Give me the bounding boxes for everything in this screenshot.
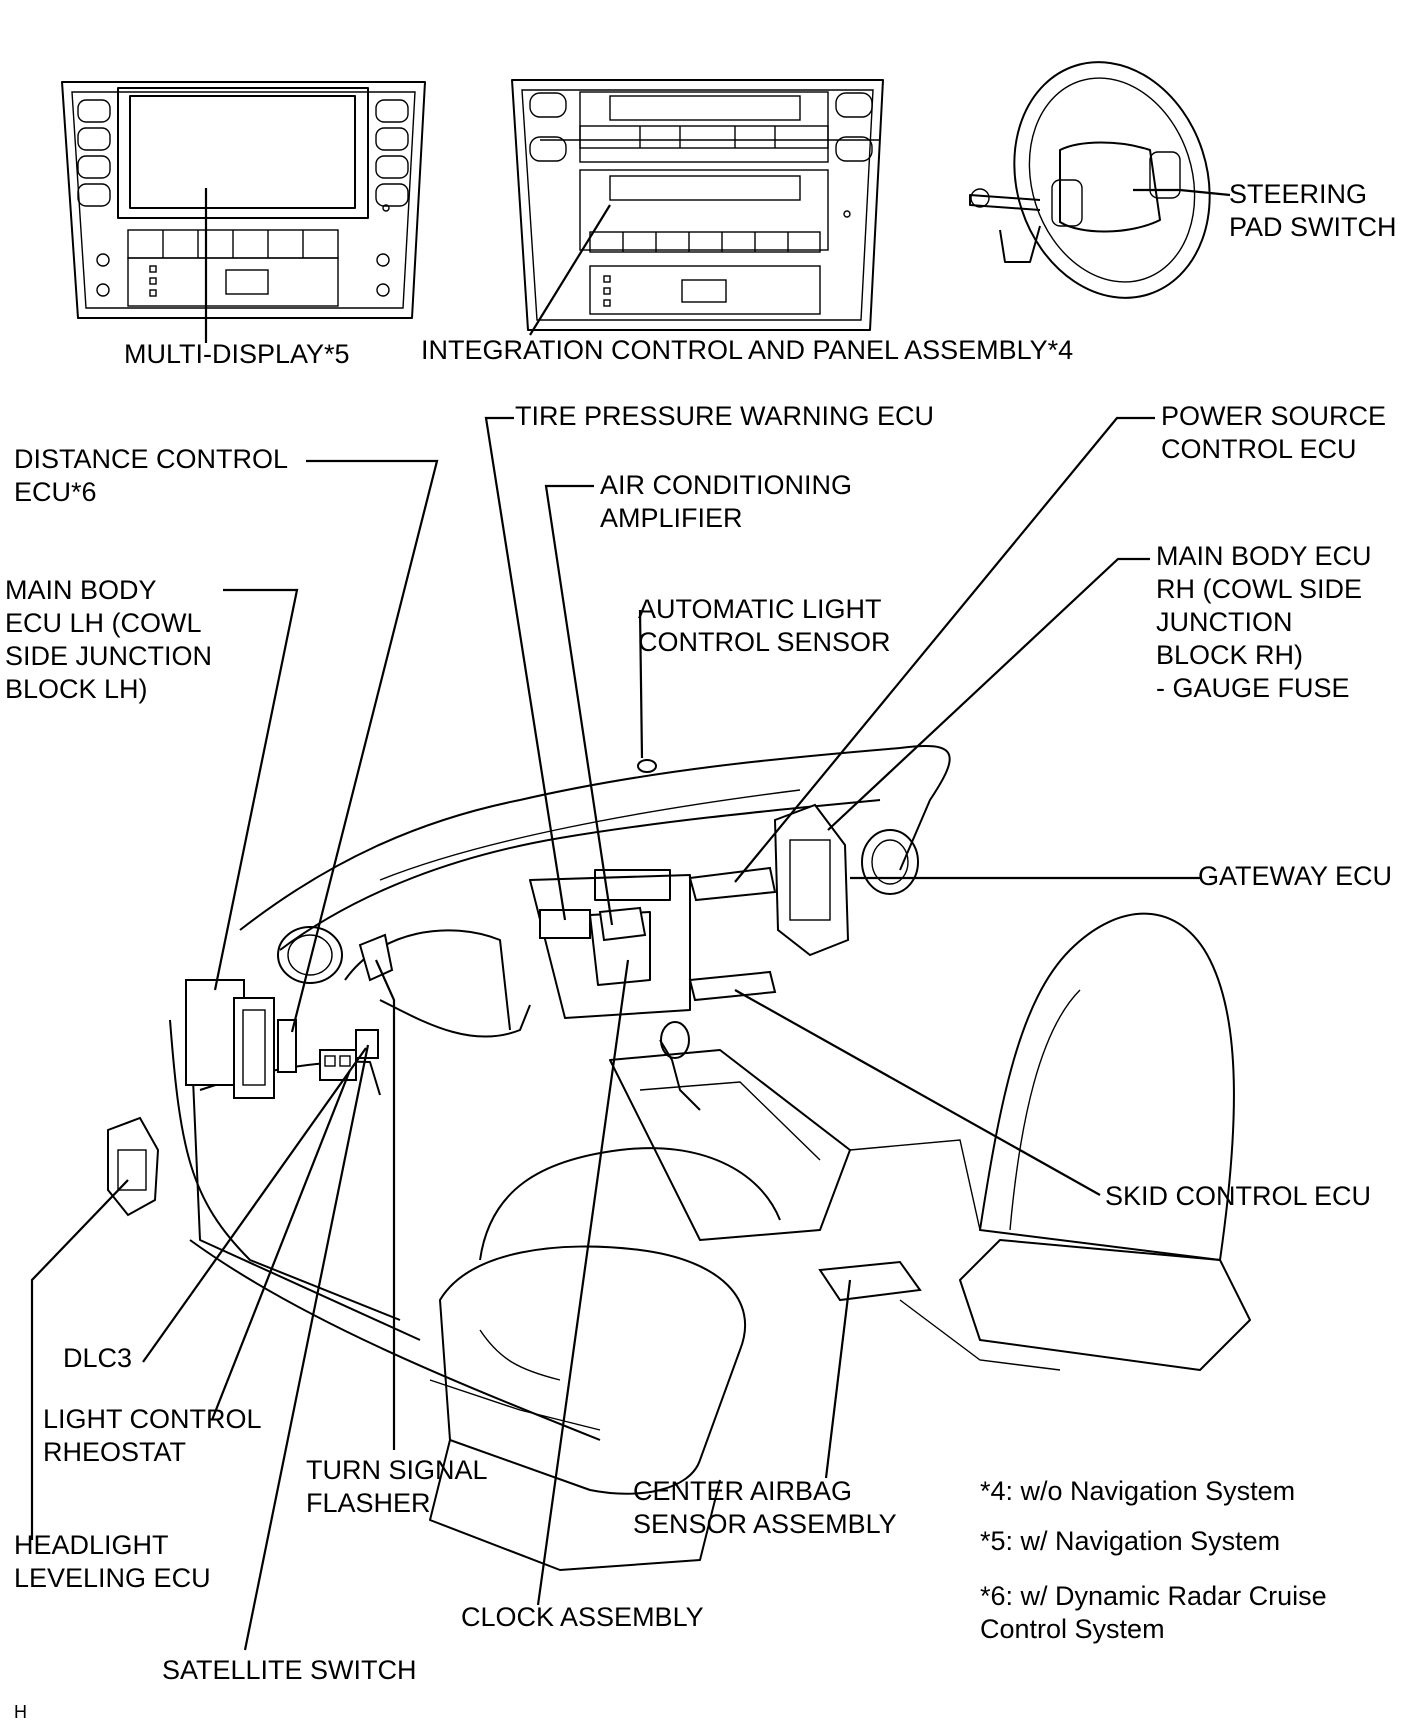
- tire-pressure-ecu-label: TIRE PRESSURE WARNING ECU: [515, 401, 935, 431]
- turn-signal-flasher-label: TURN SIGNAL FLASHER: [306, 1455, 488, 1518]
- integration-panel-illustration: [511, 79, 884, 331]
- steering-pad-switch-label: STEERING PAD SWITCH: [1229, 179, 1397, 242]
- leader-lines: [30, 188, 1231, 1651]
- main-body-ecu-rh-label: MAIN BODY ECU RH (COWL SIDE JUNCTION BLO…: [1156, 541, 1372, 703]
- center-airbag-sensor-label: CENTER AIRBAG SENSOR ASSEMBLY: [633, 1476, 897, 1539]
- footnote-4: *4: w/o Navigation System: [980, 1476, 1296, 1506]
- headlight-leveling-ecu-label: HEADLIGHT LEVELING ECU: [14, 1530, 211, 1593]
- component-shapes: [107, 759, 922, 1302]
- footnote-6: *6: w/ Dynamic Radar Cruise Control Syst…: [980, 1581, 1327, 1644]
- light-control-rheostat-label: LIGHT CONTROL RHEOSTAT: [43, 1404, 262, 1467]
- multi-display-illustration: [61, 81, 426, 319]
- main-body-ecu-lh-label: MAIN BODY ECU LH (COWL SIDE JUNCTION BLO…: [5, 575, 213, 704]
- dlc3-label: DLC3: [63, 1343, 133, 1373]
- skid-control-ecu-label: SKID CONTROL ECU: [1105, 1181, 1372, 1211]
- steering-wheel-illustration: [969, 61, 1211, 299]
- power-source-ecu-label: POWER SOURCE CONTROL ECU: [1161, 401, 1387, 464]
- interior-illustration: [169, 744, 1251, 1571]
- distance-control-ecu-label: DISTANCE CONTROL ECU*6: [14, 444, 289, 507]
- footnote-5: *5: w/ Navigation System: [980, 1526, 1281, 1556]
- clock-assembly-label: CLOCK ASSEMBLY: [461, 1602, 704, 1632]
- air-conditioning-amplifier-label: AIR CONDITIONING AMPLIFIER: [600, 470, 853, 533]
- gateway-ecu-label: GATEWAY ECU: [1198, 861, 1393, 891]
- multi-display-label: MULTI-DISPLAY*5: [124, 339, 350, 369]
- satellite-switch-label: SATELLITE SWITCH: [162, 1655, 417, 1685]
- integration-panel-label: INTEGRATION CONTROL AND PANEL ASSEMBLY*4: [421, 335, 1074, 365]
- automatic-light-sensor-label: AUTOMATIC LIGHT CONTROL SENSOR: [638, 594, 891, 657]
- corner-mark: H: [14, 1702, 27, 1722]
